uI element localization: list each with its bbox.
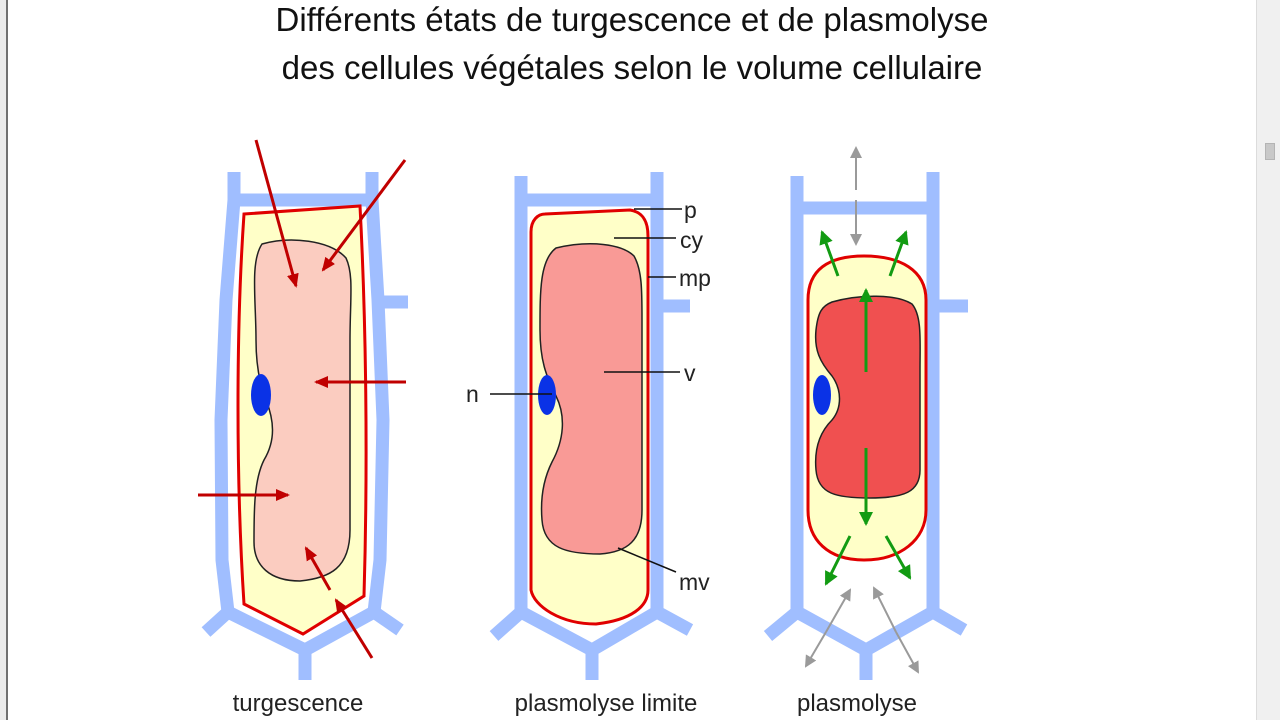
slide-title: Différents états de turgescence et de pl…: [8, 0, 1256, 92]
label-cy: cy: [680, 227, 704, 253]
slide: Différents états de turgescence et de pl…: [8, 0, 1256, 720]
vertical-scrollbar[interactable]: [1256, 0, 1280, 720]
title-line-2: des cellules végétales selon le volume c…: [281, 49, 983, 86]
caption-plasmolyse: plasmolyse: [797, 690, 917, 717]
grey-arrows: [804, 146, 919, 674]
vacuole: [814, 295, 921, 499]
water-inflow-arrows: [198, 139, 407, 659]
label-n: n: [466, 381, 479, 407]
label-mv: mv: [679, 569, 710, 595]
nucleus: [251, 374, 271, 416]
label-v: v: [684, 360, 696, 386]
cell-diagram: p cy mp v n mv: [198, 139, 968, 717]
vacuole: [539, 243, 643, 555]
title-line-1: Différents états de turgescence et de pl…: [275, 1, 989, 38]
caption-turgescence: turgescence: [233, 690, 364, 717]
label-leaders: [490, 208, 682, 573]
water-outflow-arrows: [819, 230, 912, 586]
nucleus: [813, 375, 831, 415]
label-p: p: [684, 197, 697, 223]
caption-plasmolyse-limite: plasmolyse limite: [515, 690, 698, 717]
label-mp: mp: [679, 265, 711, 291]
cell-turgescence: [198, 139, 408, 680]
nucleus: [538, 375, 556, 415]
cell-plasmolyse-limite: p cy mp v n mv: [466, 172, 711, 680]
window-edge: [6, 0, 8, 720]
cell-plasmolyse: [763, 146, 968, 680]
cell-wall: [763, 172, 968, 680]
scrollbar-thumb[interactable]: [1265, 143, 1275, 160]
cell-wall: [489, 172, 694, 680]
